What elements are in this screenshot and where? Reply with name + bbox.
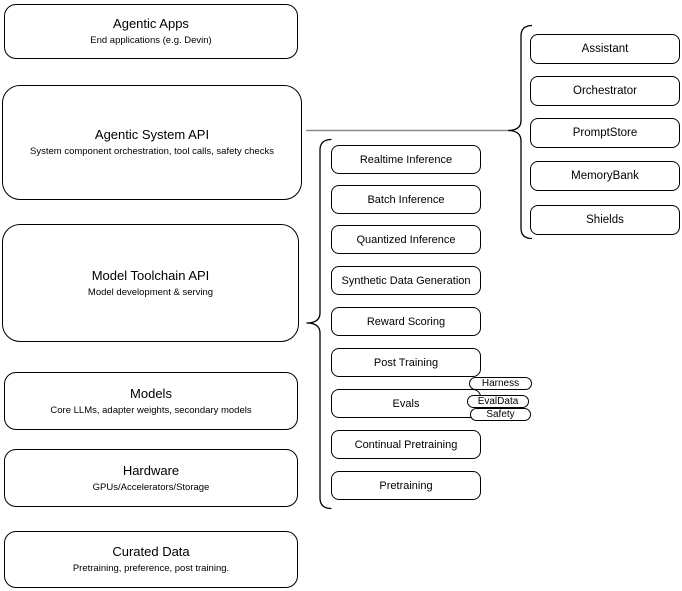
- node-agentic-system-api: Agentic System API System component orch…: [2, 85, 302, 200]
- node-continual-pretraining: Continual Pretraining: [331, 430, 481, 459]
- node-subtitle: System component orchestration, tool cal…: [30, 146, 274, 157]
- toolchain-brace: [306, 138, 332, 510]
- node-evals: Evals: [331, 389, 481, 418]
- node-model-toolchain-api: Model Toolchain API Model development & …: [2, 224, 299, 342]
- node-shields: Shields: [530, 205, 680, 235]
- node-subtitle: End applications (e.g. Devin): [90, 35, 212, 46]
- node-title: Agentic Apps: [113, 16, 189, 31]
- node-memorybank: MemoryBank: [530, 161, 680, 191]
- node-title: Agentic System API: [94, 127, 210, 142]
- node-subtitle: GPUs/Accelerators/Storage: [92, 481, 210, 493]
- node-quantized-inference: Quantized Inference: [331, 225, 481, 254]
- node-subtitle: Model development & serving: [87, 286, 214, 298]
- node-subtitle: Core LLMs, adapter weights, secondary mo…: [50, 404, 252, 416]
- system-components-brace: [507, 24, 533, 240]
- pill-safety: Safety: [470, 408, 531, 421]
- node-synthetic-data-generation: Synthetic Data Generation: [331, 266, 481, 295]
- node-post-training: Post Training: [331, 348, 481, 377]
- node-batch-inference: Batch Inference: [331, 185, 481, 214]
- node-title: Models: [130, 385, 172, 401]
- node-curated-data: Curated Data Pretraining, preference, po…: [4, 531, 298, 588]
- node-models: Models Core LLMs, adapter weights, secon…: [4, 372, 298, 430]
- node-assistant: Assistant: [530, 34, 680, 64]
- node-reward-scoring: Reward Scoring: [331, 307, 481, 336]
- node-title: Model Toolchain API: [91, 267, 210, 283]
- node-title: Curated Data: [112, 544, 190, 559]
- node-title: Hardware: [122, 462, 180, 478]
- node-subtitle: Pretraining, preference, post training.: [72, 563, 230, 574]
- pill-harness: Harness: [469, 377, 532, 390]
- node-realtime-inference: Realtime Inference: [331, 145, 481, 174]
- pill-evaldata: EvalData: [467, 395, 529, 408]
- node-agentic-apps: Agentic Apps End applications (e.g. Devi…: [4, 4, 298, 59]
- node-promptstore: PromptStore: [530, 118, 680, 148]
- node-hardware: Hardware GPUs/Accelerators/Storage: [4, 449, 298, 507]
- node-pretraining: Pretraining: [331, 471, 481, 500]
- node-orchestrator: Orchestrator: [530, 76, 680, 106]
